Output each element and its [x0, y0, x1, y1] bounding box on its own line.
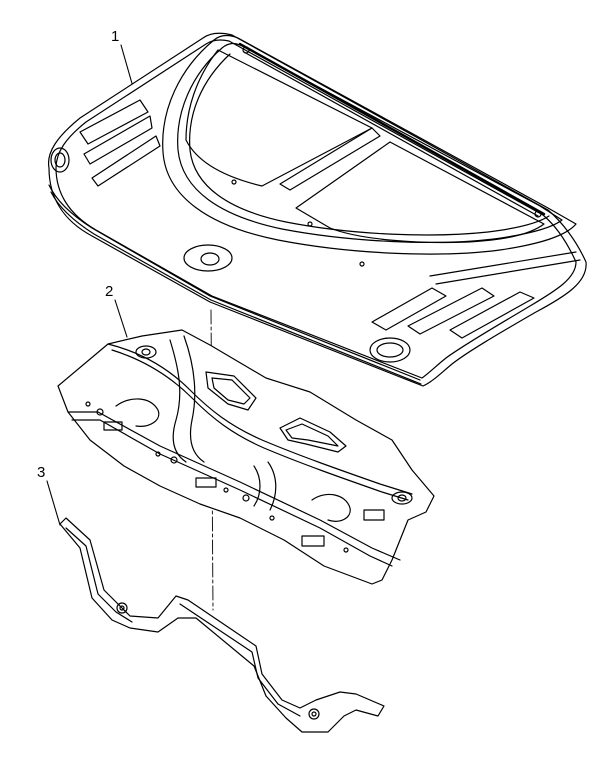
hole — [307, 221, 313, 227]
top-hole-left — [242, 46, 250, 54]
left-tunnel — [169, 339, 187, 463]
strap-nut-right — [308, 708, 320, 720]
main-recess-inner — [177, 42, 563, 244]
top-rail-2 — [243, 51, 539, 217]
lower-opening — [295, 141, 545, 244]
wire-loop-right — [311, 493, 351, 522]
panel-front-lip — [48, 184, 421, 381]
strap-inner-edge-2 — [179, 603, 301, 717]
hole — [231, 179, 237, 185]
main-recess — [162, 34, 577, 255]
panel-front-lip-2 — [50, 191, 422, 385]
right-vent — [371, 287, 447, 331]
left-vent — [83, 115, 153, 165]
hole — [96, 408, 104, 416]
clip — [301, 535, 325, 547]
top-hole-right — [534, 210, 542, 218]
leader-lines — [46, 44, 134, 526]
strap-inner-edge — [65, 527, 133, 623]
upper-cutout — [205, 371, 257, 411]
bracket-top-ridge — [107, 343, 413, 495]
bracket-top-ridge-2 — [111, 349, 409, 501]
strap-outline — [59, 517, 385, 733]
top-rail — [238, 42, 546, 216]
leader-3 — [46, 480, 61, 526]
right-vent — [449, 291, 535, 339]
hole — [223, 487, 229, 493]
panel-inner-edge — [55, 39, 577, 379]
hole — [269, 515, 275, 521]
callout-1: 1 — [111, 28, 120, 45]
upper-cutout-inner — [211, 377, 251, 405]
left-round-port — [50, 147, 70, 173]
center-oval-port — [183, 244, 233, 272]
clip — [195, 477, 217, 488]
hole — [242, 494, 250, 502]
strap-nut-left — [116, 602, 128, 614]
left-vent — [91, 135, 161, 187]
middle-cutout-inner — [285, 423, 339, 447]
clip — [103, 421, 123, 431]
left-tunnel-2 — [183, 335, 205, 463]
part-3-strap — [59, 517, 385, 733]
upper-opening — [185, 49, 373, 187]
hole — [170, 456, 178, 464]
bracket-port-inner — [141, 348, 151, 356]
right-tunnel-2 — [267, 461, 277, 511]
wire-loop-left — [115, 398, 160, 427]
divider-rib — [279, 127, 381, 191]
right-band — [429, 251, 577, 277]
strap-nut-right-inner — [311, 711, 317, 717]
hole — [359, 261, 365, 267]
right-band-2 — [435, 259, 581, 285]
clip-right — [363, 509, 385, 521]
right-tunnel — [253, 465, 261, 507]
center-oval-port-inner — [200, 252, 220, 266]
leader-1 — [120, 44, 134, 88]
middle-cutout — [279, 417, 347, 453]
main-recess-inner-2 — [189, 53, 550, 236]
leader-2 — [114, 299, 128, 338]
right-round-port — [369, 337, 411, 363]
right-round-port-inner — [376, 342, 404, 358]
callout-3: 3 — [37, 464, 46, 481]
part-2-bracket-panel — [57, 329, 435, 585]
right-vent — [407, 287, 495, 335]
bracket-front-edge — [67, 411, 401, 561]
hole — [85, 401, 91, 407]
hole — [343, 547, 349, 553]
left-round-port-inner — [54, 152, 66, 168]
part-1-rear-shelf-panel — [47, 32, 587, 387]
bracket-port-inner — [397, 494, 407, 502]
bracket-front-edge-2 — [71, 419, 393, 567]
strap-nut-left-inner — [119, 605, 125, 611]
callout-2: 2 — [105, 283, 114, 300]
left-vent — [79, 99, 149, 145]
hole — [155, 451, 161, 457]
bracket-port — [135, 345, 157, 359]
bracket-port — [391, 491, 413, 505]
panel-outline — [47, 32, 587, 387]
